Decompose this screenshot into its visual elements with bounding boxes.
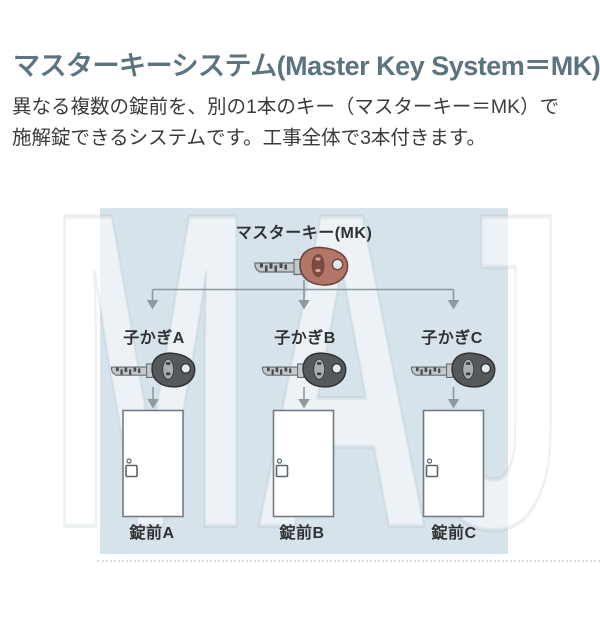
- door-a: [122, 409, 184, 518]
- lock-b-label: 錠前B: [279, 525, 325, 542]
- arrow-down-icon: [447, 300, 460, 310]
- description-line-1: 異なる複数の錠前を、別の1本のキー（マスターキー＝MK）で: [12, 96, 560, 118]
- master-key-label: マスターキー(MK): [235, 225, 373, 242]
- master-key-icon: [254, 246, 349, 286]
- arrow-down-icon: [298, 300, 310, 310]
- description-text: 異なる複数の錠前を、別の1本のキー（マスターキー＝MK）で 施解錠できるシステム…: [12, 92, 597, 154]
- keyhole-icon: [276, 458, 283, 464]
- child-key-a-label: 子かぎA: [123, 330, 185, 347]
- arrow-down-icon: [147, 399, 159, 409]
- description-line-2: 施解錠できるシステムです。工事全体で3本付きます。: [12, 127, 486, 149]
- keyhole-icon: [426, 458, 433, 464]
- diagram-graphics: [110, 246, 496, 518]
- child-key-a-icon: [110, 352, 196, 388]
- child-key-b-label: 子かぎB: [274, 330, 336, 347]
- lock-a-label: 錠前A: [129, 525, 175, 542]
- connector-tree: [146, 280, 460, 310]
- lock-plate-icon: [275, 464, 289, 478]
- keyhole-icon: [126, 458, 132, 464]
- child-key-c-icon: [410, 352, 496, 388]
- arrow-down-icon: [146, 300, 159, 310]
- child-key-b-icon: [261, 352, 347, 388]
- lock-c-label: 錠前C: [431, 525, 477, 542]
- page-title: マスターキーシステム(Master Key System＝MK): [13, 51, 600, 81]
- bottom-dotted-divider: [97, 560, 600, 562]
- door-c: [422, 409, 485, 518]
- page: マスターキーシステム(Master Key System＝MK) 異なる複数の錠…: [12, 51, 600, 597]
- arrow-down-icon: [298, 399, 310, 409]
- arrow-down-icon: [447, 399, 460, 409]
- connector-keys-to-doors: [147, 387, 460, 409]
- child-key-c-label: 子かぎC: [421, 330, 483, 347]
- lock-plate-icon: [125, 464, 138, 478]
- door-b: [272, 409, 335, 518]
- lock-plate-icon: [425, 464, 439, 478]
